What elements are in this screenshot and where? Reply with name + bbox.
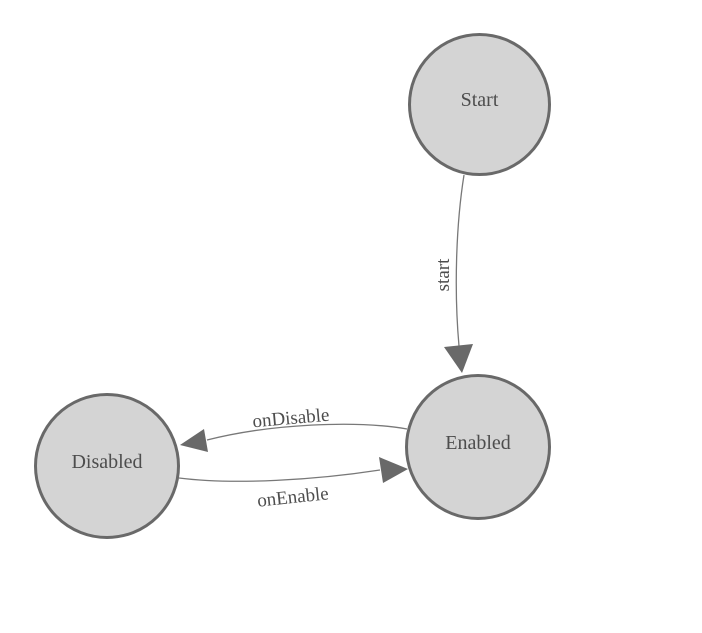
edge-start-to-enabled xyxy=(455,174,465,347)
edge-label-onenable: onEnable xyxy=(256,483,330,512)
state-node-disabled-label: Disabled xyxy=(71,450,143,473)
state-node-start-label: Start xyxy=(460,89,499,111)
arrowhead-into-enabled-top xyxy=(444,344,473,373)
arrowhead-into-disabled xyxy=(180,429,208,452)
state-node-start[interactable]: Start xyxy=(408,33,551,176)
state-node-disabled[interactable]: Disabled xyxy=(34,393,180,539)
edge-label-ondisable: onDisable xyxy=(251,404,331,433)
edge-label-start: start xyxy=(433,258,454,292)
state-node-enabled[interactable]: Enabled xyxy=(405,374,551,520)
arrowhead-into-enabled-left xyxy=(379,457,408,483)
edge-disabled-to-enabled xyxy=(178,469,381,482)
state-node-enabled-label: Enabled xyxy=(445,431,511,454)
